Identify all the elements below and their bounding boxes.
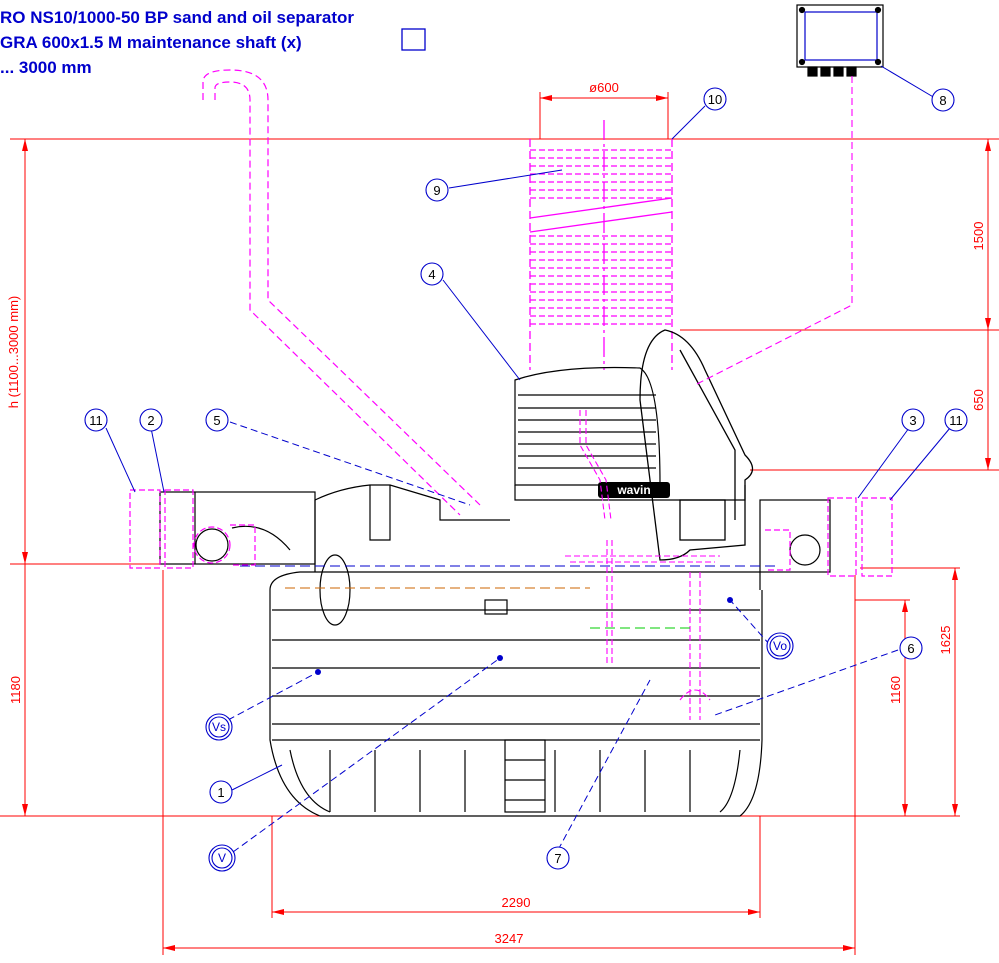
dim-650: 650 bbox=[971, 389, 986, 411]
dim-1160: 1160 bbox=[888, 676, 903, 704]
shaft-option-checkbox[interactable] bbox=[401, 28, 426, 51]
tank-body bbox=[269, 484, 763, 817]
callout-1: 1 bbox=[217, 785, 224, 800]
callout-3: 3 bbox=[909, 413, 916, 428]
wavin-logo-text: wavin bbox=[616, 483, 650, 497]
dim-3247: 3247 bbox=[495, 931, 524, 946]
callout-11-right: 11 bbox=[949, 413, 963, 428]
title-line-1: RO NS10/1000-50 BP sand and oil separato… bbox=[0, 8, 354, 27]
callout-bubbles bbox=[84, 87, 968, 872]
shaft-head bbox=[514, 366, 746, 501]
open-lid bbox=[639, 329, 754, 561]
callout-vs: Vs bbox=[212, 720, 226, 734]
callout-10: 10 bbox=[708, 92, 722, 107]
float-assembly bbox=[565, 410, 720, 720]
callout-9: 9 bbox=[433, 183, 440, 198]
title-line-2: GRA 600x1.5 M maintenance shaft (x) bbox=[0, 33, 302, 52]
callout-6: 6 bbox=[907, 641, 914, 656]
maintenance-shaft bbox=[529, 120, 673, 370]
dimension-arrows bbox=[22, 95, 991, 951]
leader-dots bbox=[315, 597, 733, 675]
callout-8: 8 bbox=[939, 93, 946, 108]
vent-pipe bbox=[202, 69, 481, 516]
dim-1625: 1625 bbox=[938, 626, 953, 655]
callout-v: V bbox=[218, 851, 226, 865]
dim-1500: 1500 bbox=[971, 222, 986, 251]
alarm-box bbox=[796, 4, 884, 77]
callout-5: 5 bbox=[213, 413, 220, 428]
callout-7: 7 bbox=[554, 851, 561, 866]
dimension-lines bbox=[0, 92, 999, 955]
callout-2: 2 bbox=[147, 413, 154, 428]
leader-lines bbox=[105, 65, 951, 853]
outlet-pipe bbox=[759, 499, 831, 573]
dim-shaft-diameter: ø600 bbox=[589, 80, 619, 95]
callout-vo: Vo bbox=[773, 639, 787, 653]
inlet-pipe bbox=[159, 491, 316, 565]
inlet-coupling bbox=[129, 489, 256, 569]
dim-1180: 1180 bbox=[8, 676, 23, 704]
callout-11-left: 11 bbox=[89, 413, 103, 428]
title-line-3: ... 3000 mm bbox=[0, 58, 92, 77]
alarm-cable bbox=[694, 76, 853, 386]
dim-2290: 2290 bbox=[502, 895, 531, 910]
callout-4: 4 bbox=[428, 267, 435, 282]
outlet-coupling bbox=[765, 497, 893, 577]
dim-height-range: h (1100...3000 mm) bbox=[6, 296, 21, 408]
